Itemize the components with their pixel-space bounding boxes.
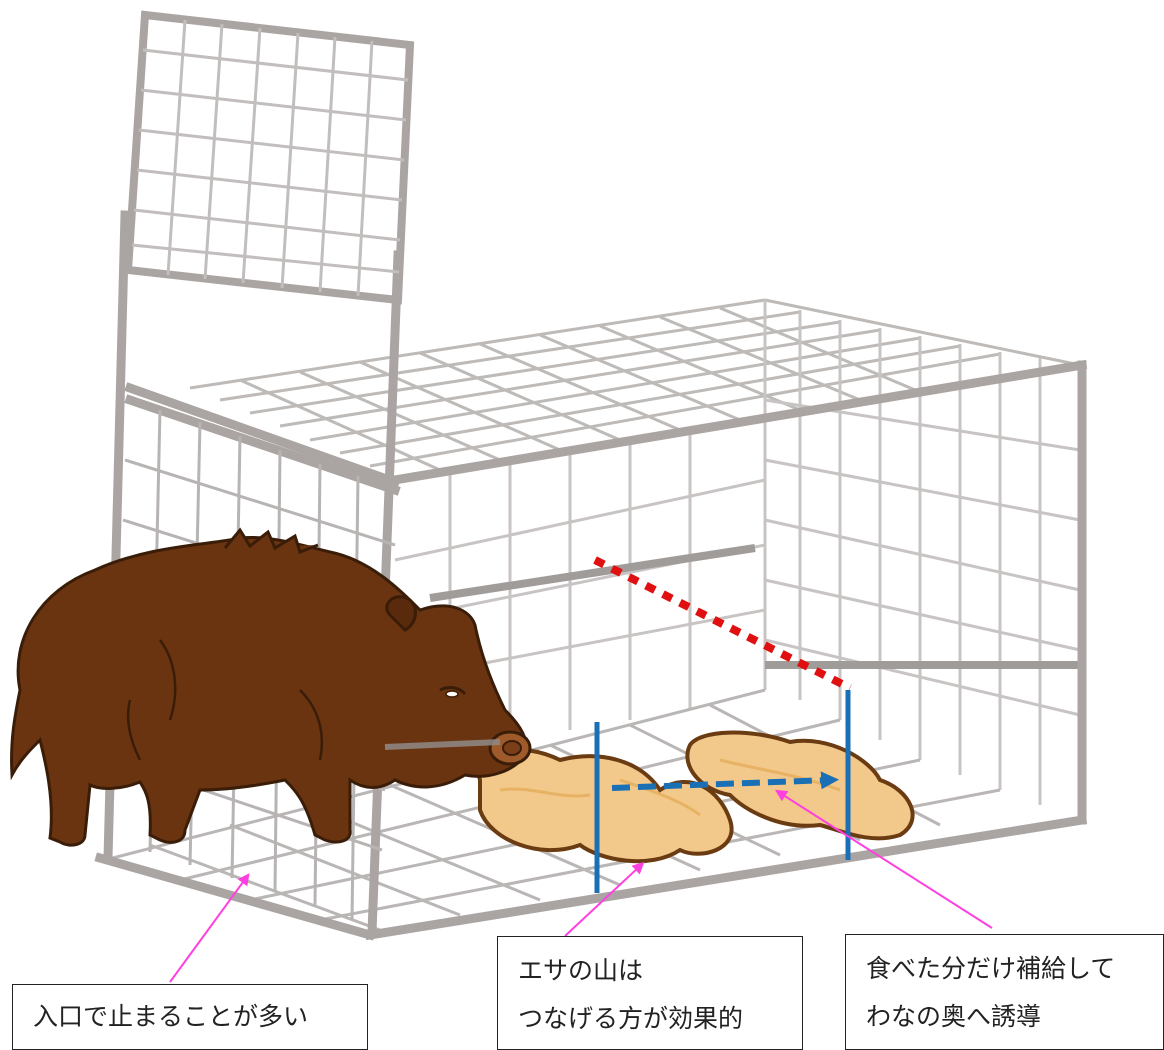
cage-front-rail	[384, 739, 501, 750]
callout-entrance: 入口で止まることが多い	[12, 984, 368, 1050]
wild-boar-illustration	[10, 527, 532, 847]
leader-line-entrance	[169, 873, 250, 983]
cage-door	[123, 10, 415, 305]
callout-refill-line1: 食べた分だけ補給して	[866, 954, 1116, 983]
leader-line-refill	[774, 789, 993, 929]
callout-bait-pile: エサの山は つなげる方が効果的	[497, 936, 803, 1050]
callout-bait-pile-line2: つなげる方が効果的	[518, 1004, 744, 1033]
cage-frame	[94, 210, 1088, 941]
leader-line-bait-pile	[564, 861, 645, 937]
cage-back-wall	[394, 300, 1082, 820]
callout-refill-line2: わなの奥へ誘導	[866, 1002, 1042, 1031]
callout-refill: 食べた分だけ補給して わなの奥へ誘導	[845, 934, 1164, 1050]
bait-pile	[476, 730, 915, 864]
callout-entrance-line1: 入口で止まることが多い	[33, 1002, 309, 1031]
red-dotted-line	[593, 556, 852, 692]
guide-arrow	[611, 771, 839, 791]
callout-bait-pile-line1: エサの山は	[518, 956, 644, 985]
cage-middle-rail	[429, 544, 1080, 669]
